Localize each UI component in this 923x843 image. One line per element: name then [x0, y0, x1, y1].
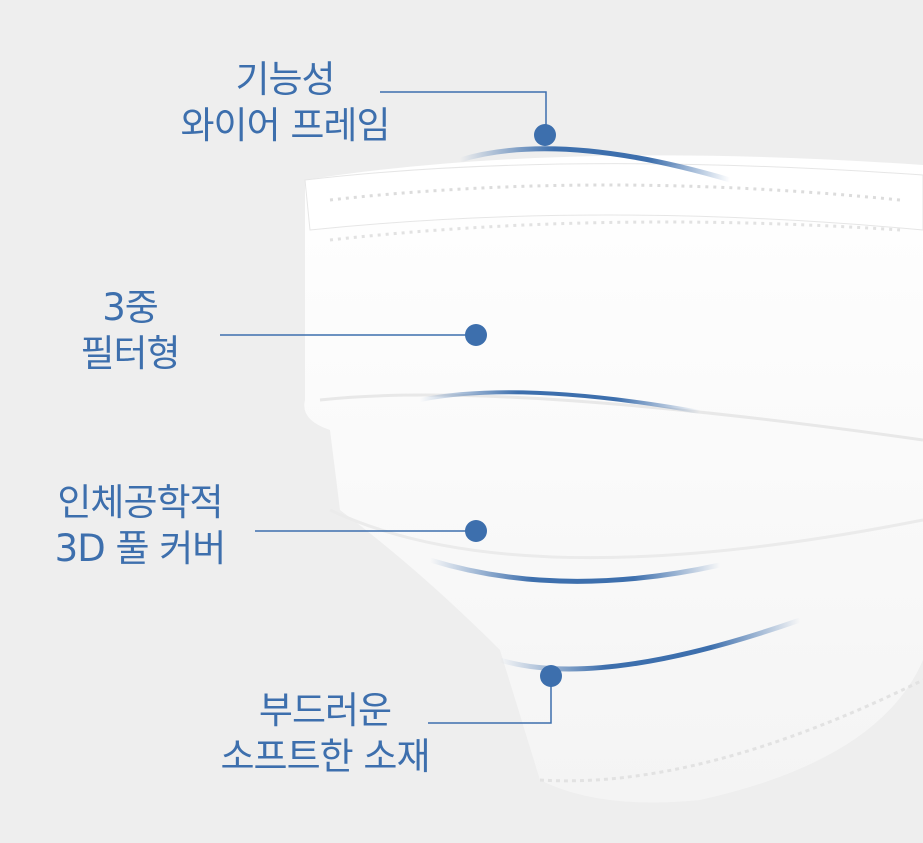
feature-triple-filter: 3중 필터형	[40, 285, 220, 377]
feature-title: 부드러운	[258, 689, 392, 732]
feature-title: 인체공학적	[57, 481, 223, 524]
feature-subtitle: 3D 풀 커버	[54, 527, 227, 570]
feature-subtitle: 와이어 프레임	[180, 104, 390, 147]
feature-title: 3중	[102, 286, 159, 329]
feature-subtitle: 소프트한 소재	[220, 735, 430, 778]
callout-dots	[465, 124, 562, 687]
callout-lines	[220, 91, 552, 724]
feature-wire-frame: 기능성 와이어 프레임	[150, 57, 420, 149]
feature-subtitle: 필터형	[80, 332, 180, 375]
feature-soft-material: 부드러운 소프트한 소재	[180, 688, 470, 780]
mask-body	[304, 155, 923, 803]
feature-3d-cover: 인체공학적 3D 풀 커버	[25, 480, 255, 572]
wire-lines	[419, 146, 801, 672]
feature-title: 기능성	[235, 58, 335, 101]
